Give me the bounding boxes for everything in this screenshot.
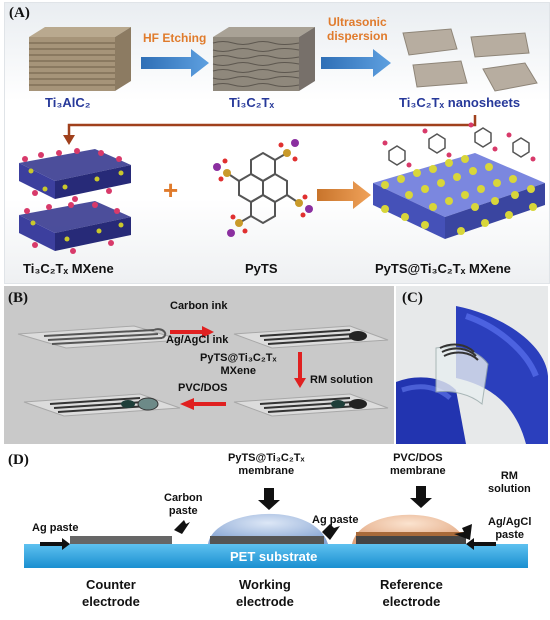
agcl-line2: paste (495, 529, 525, 541)
ultrasonic-line2: dispersion (327, 29, 388, 43)
ti3c2tx-block (212, 27, 315, 91)
nanosheets-label: Ti₃C₂Tₓ nanosheets (399, 95, 521, 110)
working-line2: electrode (236, 594, 294, 609)
reference-line2: electrode (382, 594, 441, 609)
mxene-label: Ti₃C₂Tₓ MXene (23, 261, 114, 276)
arrow-b2 (294, 352, 306, 388)
panel-d: (D) PyTS@Ti₃C₂Tₓ membrane PVC/DOS membra… (4, 450, 548, 618)
panel-c: (C) (396, 286, 548, 444)
panel-d-graphics (24, 486, 528, 568)
mxene-crystal-top (19, 148, 131, 202)
electrode-slide-4 (23, 393, 181, 417)
working-membrane-label: PyTS@Ti₃C₂Tₓ membrane (228, 452, 304, 478)
ultrasonic-dispersion-label: Ultrasonic dispersion (327, 15, 388, 43)
ag-paste-left-label: Ag paste (32, 522, 79, 534)
pyts-mxene-step-line1: PyTS@Ti₃C₂Tₓ (200, 352, 277, 364)
reference-agagcl-layer (356, 536, 466, 544)
electrode-slide-1 (17, 325, 183, 349)
panel-b-label: (B) (8, 290, 28, 306)
connecting-arrow (67, 115, 477, 137)
electrode-slide-2 (233, 325, 389, 349)
panel-a-label: (A) (9, 5, 30, 21)
panel-b: (B) Carbon ink Ag/AgCl ink PyTS@Ti₃C₂Tₓ … (4, 286, 394, 444)
pyts-mxene-composite (373, 122, 545, 239)
pet-substrate (24, 544, 528, 568)
panel-b-graphics (17, 325, 389, 417)
agcl-line1: Ag/AgCl (488, 516, 532, 528)
working-membrane-line2: membrane (238, 465, 295, 477)
ti3c2tx-label: Ti₃C₂Tₓ (229, 95, 275, 110)
carbon-paste-line1: Carbon (164, 492, 203, 504)
agagcl-paste-label: Ag/AgCl paste (488, 516, 531, 542)
ref-membrane-line2: membrane (390, 465, 446, 477)
panel-c-label: (C) (402, 290, 423, 306)
rm-solution-label-d: RM solution (488, 470, 531, 496)
counter-line1: Counter (85, 577, 136, 592)
reference-line1: Reference (380, 577, 443, 592)
functionalization-arrow (317, 181, 371, 209)
working-membrane-line1: PyTS@Ti₃C₂Tₓ (228, 452, 305, 464)
carbon-paste-line2: paste (168, 505, 198, 517)
counter-electrode-label: Counter electrode (82, 576, 140, 610)
carbon-paste-label: Carbon paste (164, 492, 203, 518)
ultrasonic-line1: Ultrasonic (328, 15, 387, 29)
plus-sign: + (163, 175, 179, 205)
arrow-b1 (170, 326, 214, 338)
pyts-label: PyTS (245, 261, 278, 276)
pvc-dos-label: PVC/DOS (178, 382, 228, 394)
panel-d-label: (D) (8, 452, 29, 468)
ref-membrane-label: PVC/DOS membrane (390, 452, 446, 478)
carbon-ink-label: Carbon ink (170, 300, 228, 312)
ti3alc2-label: Ti₃AlC₂ (45, 95, 91, 110)
pyts-mxene-step-label: PyTS@Ti₃C₂Tₓ MXene (200, 352, 276, 378)
pyts-molecule (226, 151, 300, 225)
pyts-mxene-label: PyTS@Ti₃C₂Tₓ MXene (375, 261, 511, 276)
ag-paste-mid-label: Ag paste (312, 514, 359, 526)
working-electrode-label: Working electrode (236, 576, 294, 610)
mxene-crystal-bottom (19, 201, 131, 254)
reference-rm-layer (356, 532, 466, 536)
panel-d-pointer-arrows (40, 486, 496, 550)
ref-membrane-line1: PVC/DOS (393, 452, 443, 464)
rm-line1: RM (500, 470, 518, 482)
panel-a: (A) HF Etching Ultrasonic dispersion Ti₃… (4, 2, 550, 284)
working-carbon-layer (210, 536, 324, 544)
rm-line2: solution (488, 483, 531, 495)
hf-etching-label: HF Etching (143, 31, 207, 45)
arrow-b3 (180, 398, 226, 410)
electrode-slide-3 (233, 393, 389, 417)
agagcl-ink-label: Ag/AgCl ink (166, 334, 229, 346)
panel-a-graphics (19, 27, 545, 254)
working-line1: Working (239, 577, 291, 592)
hf-etching-arrow (141, 49, 209, 77)
pyts-mxene-step-line2: MXene (220, 365, 256, 377)
pet-substrate-label: PET substrate (230, 549, 318, 564)
reference-electrode-label: Reference electrode (380, 576, 443, 610)
ti3alc2-block (29, 27, 131, 91)
nanosheets (402, 28, 538, 92)
counter-line2: electrode (82, 594, 140, 609)
counter-ag-layer (70, 536, 172, 544)
rm-solution-label: RM solution (310, 374, 373, 386)
flexible-sensor-photo (396, 306, 548, 444)
ultrasonic-arrow (321, 49, 391, 77)
